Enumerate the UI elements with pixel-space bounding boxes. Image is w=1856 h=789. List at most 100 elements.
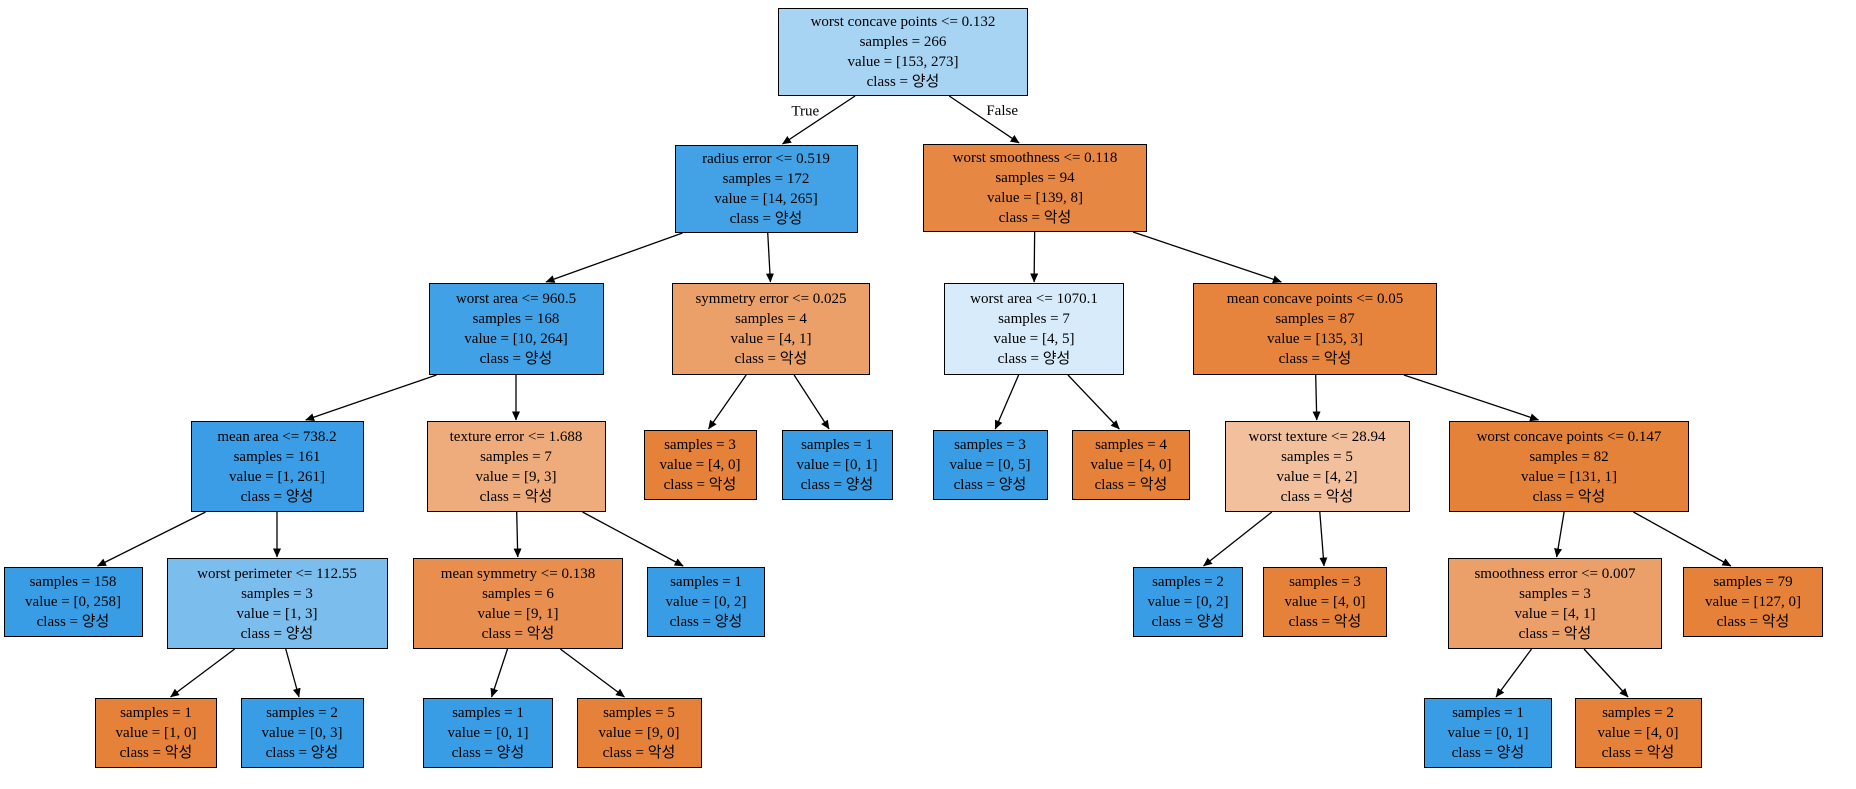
node-line: value = [1, 3]	[236, 605, 318, 622]
tree-edge	[707, 374, 747, 430]
node-line: radius error <= 0.519	[702, 151, 830, 167]
tree-edge	[1312, 374, 1321, 421]
tree-edge	[1030, 231, 1039, 283]
node-line: samples = 1	[670, 574, 742, 590]
node-line: class = 악성	[602, 745, 676, 761]
node-line: value = [135, 3]	[1267, 331, 1363, 347]
node-line: samples = 4	[735, 311, 807, 327]
node-line: smoothness error <= 0.007	[1474, 565, 1636, 582]
node-line: class = 악성	[734, 351, 808, 367]
tree-node: radius error <= 0.519 samples = 172 value …	[674, 145, 858, 233]
node-line: class = 양성	[729, 211, 803, 227]
node-line: value = [139, 8]	[987, 190, 1083, 206]
node-line: samples = 7	[998, 311, 1070, 327]
node-line: class = 양성	[669, 614, 743, 630]
node-line: samples = 2	[1152, 574, 1224, 590]
node-line: value = [4, 0]	[1284, 594, 1366, 610]
tree-edge	[490, 648, 509, 698]
node-line: mean symmetry <= 0.138	[440, 565, 596, 582]
node-line: samples = 3	[1519, 585, 1591, 602]
node-line: value = [0, 2]	[1147, 594, 1229, 610]
node-line: samples = 3	[241, 585, 313, 602]
node-line: value = [1, 261]	[229, 468, 325, 485]
node-line: value = [127, 0]	[1705, 594, 1801, 610]
tree-node: samples = 2 value = [4, 0] class = 악성	[1574, 698, 1702, 768]
node-line: value = [14, 265]	[714, 191, 818, 207]
node-line: class = 악성	[1518, 625, 1592, 642]
node-line: samples = 3	[954, 437, 1026, 453]
tree-node: symmetry error <= 0.025 samples = 4 value …	[672, 283, 870, 375]
tree-edge	[765, 232, 774, 283]
node-line: class = 양성	[800, 477, 874, 493]
node-line: worst perimeter <= 112.55	[197, 565, 357, 582]
node-line: class = 악성	[1278, 351, 1352, 367]
tree-edge	[994, 374, 1020, 430]
node-line: value = [0, 3]	[261, 725, 343, 741]
node-line: class = 악성	[998, 210, 1072, 226]
node-line: class = 양성	[240, 625, 314, 642]
tree-node: worst perimeter <= 112.55 samples = 3 valu…	[166, 558, 388, 649]
node-line: value = [0, 1]	[447, 725, 529, 741]
tree-edge	[559, 648, 625, 698]
node-line: samples = 79	[1713, 574, 1793, 590]
node-line: value = [0, 258]	[25, 594, 121, 610]
node-line: samples = 2	[266, 705, 338, 721]
tree-node: worst area <= 960.5 samples = 168 value = …	[428, 283, 604, 375]
node-line: samples = 168	[472, 311, 560, 327]
node-line: texture error <= 1.688	[449, 428, 583, 445]
tree-node: smoothness error <= 0.007 samples = 3 valu…	[1448, 558, 1662, 649]
tree-edge	[1495, 648, 1533, 698]
node-line: value = [10, 264]	[464, 331, 568, 347]
node-line: samples = 1	[801, 437, 873, 453]
node-line: value = [4, 1]	[1514, 605, 1596, 622]
node-line: mean area <= 738.2	[217, 428, 337, 445]
tree-edge	[1554, 511, 1565, 558]
node-line: samples = 161	[233, 448, 321, 465]
node-line: samples = 7	[480, 448, 552, 465]
node-line: samples = 4	[1095, 437, 1167, 453]
tree-edge	[170, 648, 236, 698]
node-line: class = 양성	[36, 614, 110, 630]
node-line: value = [0, 5]	[949, 457, 1031, 473]
node-line: value = [1, 0]	[115, 725, 197, 741]
node-line: worst concave points <= 0.132	[810, 14, 996, 30]
node-line: samples = 2	[1602, 705, 1674, 721]
node-line: value = [4, 1]	[730, 331, 812, 347]
node-line: class = 양성	[1151, 614, 1225, 630]
node-line: value = [4, 0]	[1597, 725, 1679, 741]
tree-edge	[782, 95, 856, 145]
node-line: class = 양성	[240, 488, 314, 505]
node-line: class = 악성	[1288, 614, 1362, 630]
node-line: class = 양성	[479, 351, 553, 367]
node-line: samples = 5	[1281, 448, 1353, 465]
node-line: worst area <= 960.5	[455, 291, 577, 307]
node-line: class = 악성	[1601, 745, 1675, 761]
node-line: samples = 172	[722, 171, 810, 187]
node-line: samples = 6	[482, 585, 554, 602]
edge-label-false: False	[986, 103, 1018, 119]
node-line: value = [4, 0]	[1090, 457, 1172, 473]
node-line: class = 양성	[866, 74, 940, 90]
node-line: samples = 94	[995, 170, 1075, 186]
node-line: symmetry error <= 0.025	[695, 291, 847, 307]
node-line: value = [153, 273]	[847, 54, 959, 70]
node-line: samples = 82	[1529, 448, 1609, 465]
